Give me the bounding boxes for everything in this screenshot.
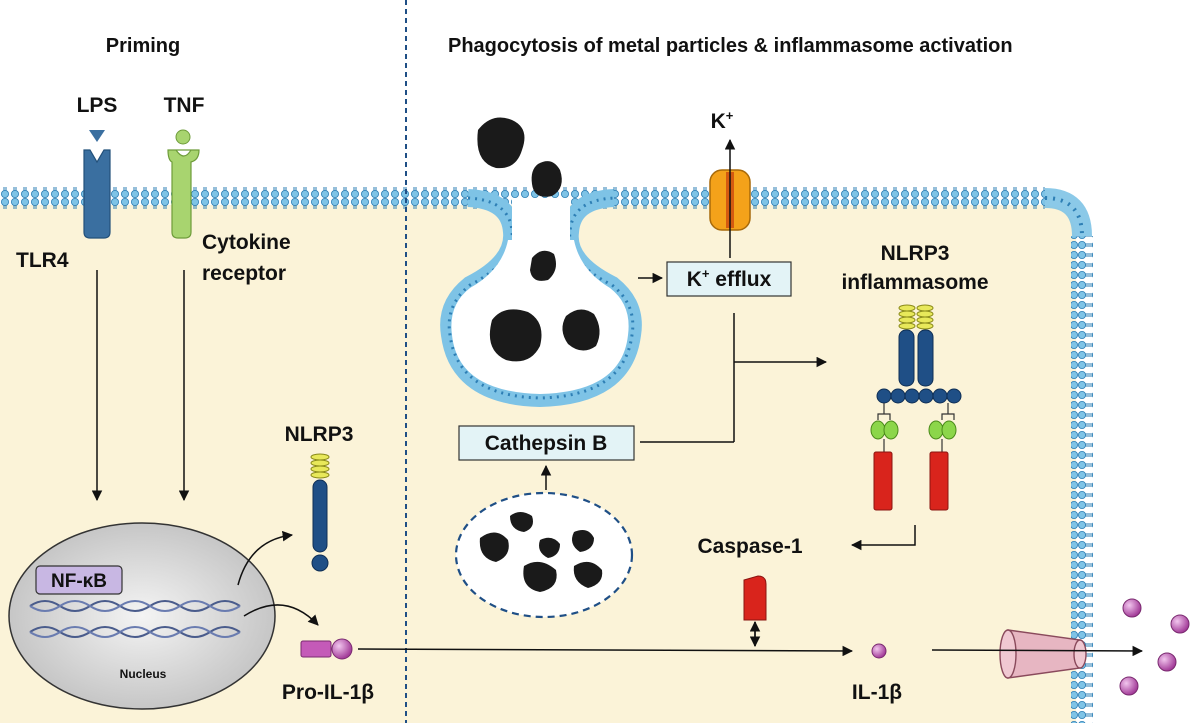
nucleus-label: Nucleus xyxy=(120,667,167,681)
il1b-icon xyxy=(871,643,887,659)
nlrp3-transcription-arrow xyxy=(237,530,294,586)
pro-il1b-icon xyxy=(300,638,353,660)
cell-membrane-right xyxy=(1071,236,1093,723)
nlrp3-protein-icon xyxy=(310,453,330,572)
inflammasome-to-caspase-arrow xyxy=(850,525,916,551)
tnf-label: TNF xyxy=(164,94,205,117)
tlr4-label: TLR4 xyxy=(16,249,69,272)
nlrp3-label: NLRP3 xyxy=(285,423,354,446)
nlrp3-inflammasome-icon xyxy=(870,304,962,511)
cathepsin-b-label: Cathepsin B xyxy=(485,432,608,455)
tlr4-receptor-icon xyxy=(83,149,111,239)
header-phagocytosis: Phagocytosis of metal particles & inflam… xyxy=(448,35,1013,57)
dna-icon xyxy=(29,600,241,638)
il1b-label: IL-1β xyxy=(852,681,902,704)
lps-label: LPS xyxy=(77,94,118,117)
cytokine-label-line2: receptor xyxy=(202,262,286,285)
processing-arrow xyxy=(357,645,854,657)
k-ion-label: K+ xyxy=(711,108,734,133)
inflammasome-label-line1: NLRP3 xyxy=(881,242,950,265)
k-efflux-label: K+ efflux xyxy=(687,266,772,291)
secreted-il1b-icons xyxy=(1119,598,1190,696)
secretion-channel-icon xyxy=(999,629,1087,679)
cytokine-label-line1: Cytokine xyxy=(202,231,291,254)
cathepsin-b-box xyxy=(458,425,635,461)
k-efflux-box xyxy=(666,261,792,297)
pro-il1b-transcription-arrow xyxy=(243,604,319,626)
pro-il1b-label: Pro-IL-1β xyxy=(282,681,374,704)
inflammasome-label-line2: inflammasome xyxy=(841,271,988,294)
metal-particles xyxy=(477,117,600,362)
lps-ligand-icon xyxy=(89,130,105,142)
header-priming: Priming xyxy=(106,35,180,57)
cytokine-receptor-icon xyxy=(167,149,200,239)
nucleus xyxy=(8,522,276,710)
tnf-ligand-icon xyxy=(175,129,191,145)
caspase1-icon xyxy=(743,575,767,621)
nfkb-label: NF-κB xyxy=(51,571,107,592)
cell-membrane-corner xyxy=(1044,188,1092,237)
lysosome-particles xyxy=(479,512,603,592)
caspase1-label: Caspase-1 xyxy=(697,535,802,558)
secretion-arrow xyxy=(931,645,1144,657)
nfkb-box xyxy=(35,565,123,595)
